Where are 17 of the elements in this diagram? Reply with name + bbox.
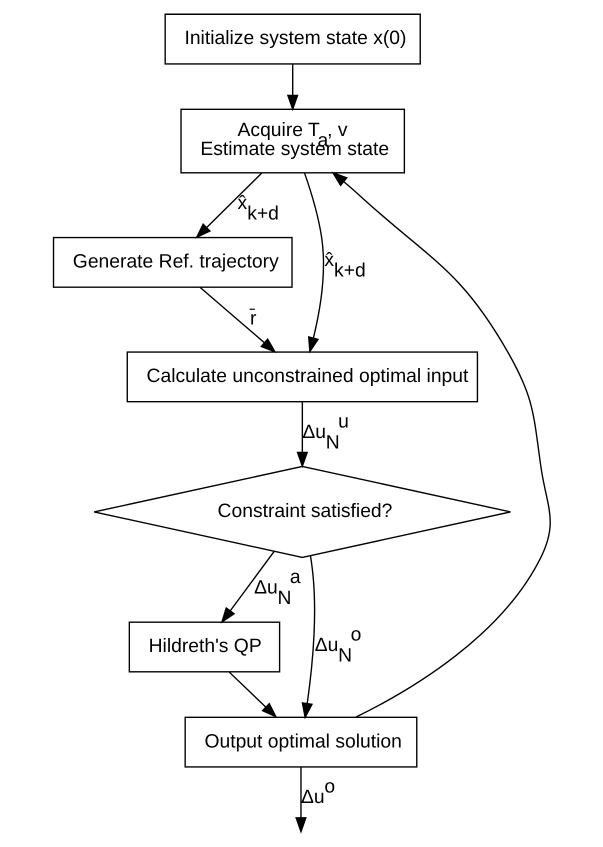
arrow [301, 556, 315, 720]
edge-label: r̄ [249, 308, 256, 330]
arrow [194, 172, 262, 239]
node-diamond: Constraint satisfied? [93, 466, 511, 558]
node-box: Initialize system state x(0) [164, 14, 420, 65]
arrow [294, 767, 306, 834]
node-box: Hildreth's QP [128, 622, 280, 673]
node-box: Calculate unconstrained optimal input [126, 351, 478, 402]
arrow [220, 551, 274, 624]
arrow [330, 172, 550, 718]
arrow [199, 286, 276, 354]
node-box: Output optimal solution [184, 716, 417, 768]
arrow [296, 402, 308, 468]
arrow [303, 172, 324, 354]
arrow [286, 64, 298, 112]
node-box: Generate Ref. trajectory [52, 236, 292, 288]
arrow [228, 672, 277, 718]
